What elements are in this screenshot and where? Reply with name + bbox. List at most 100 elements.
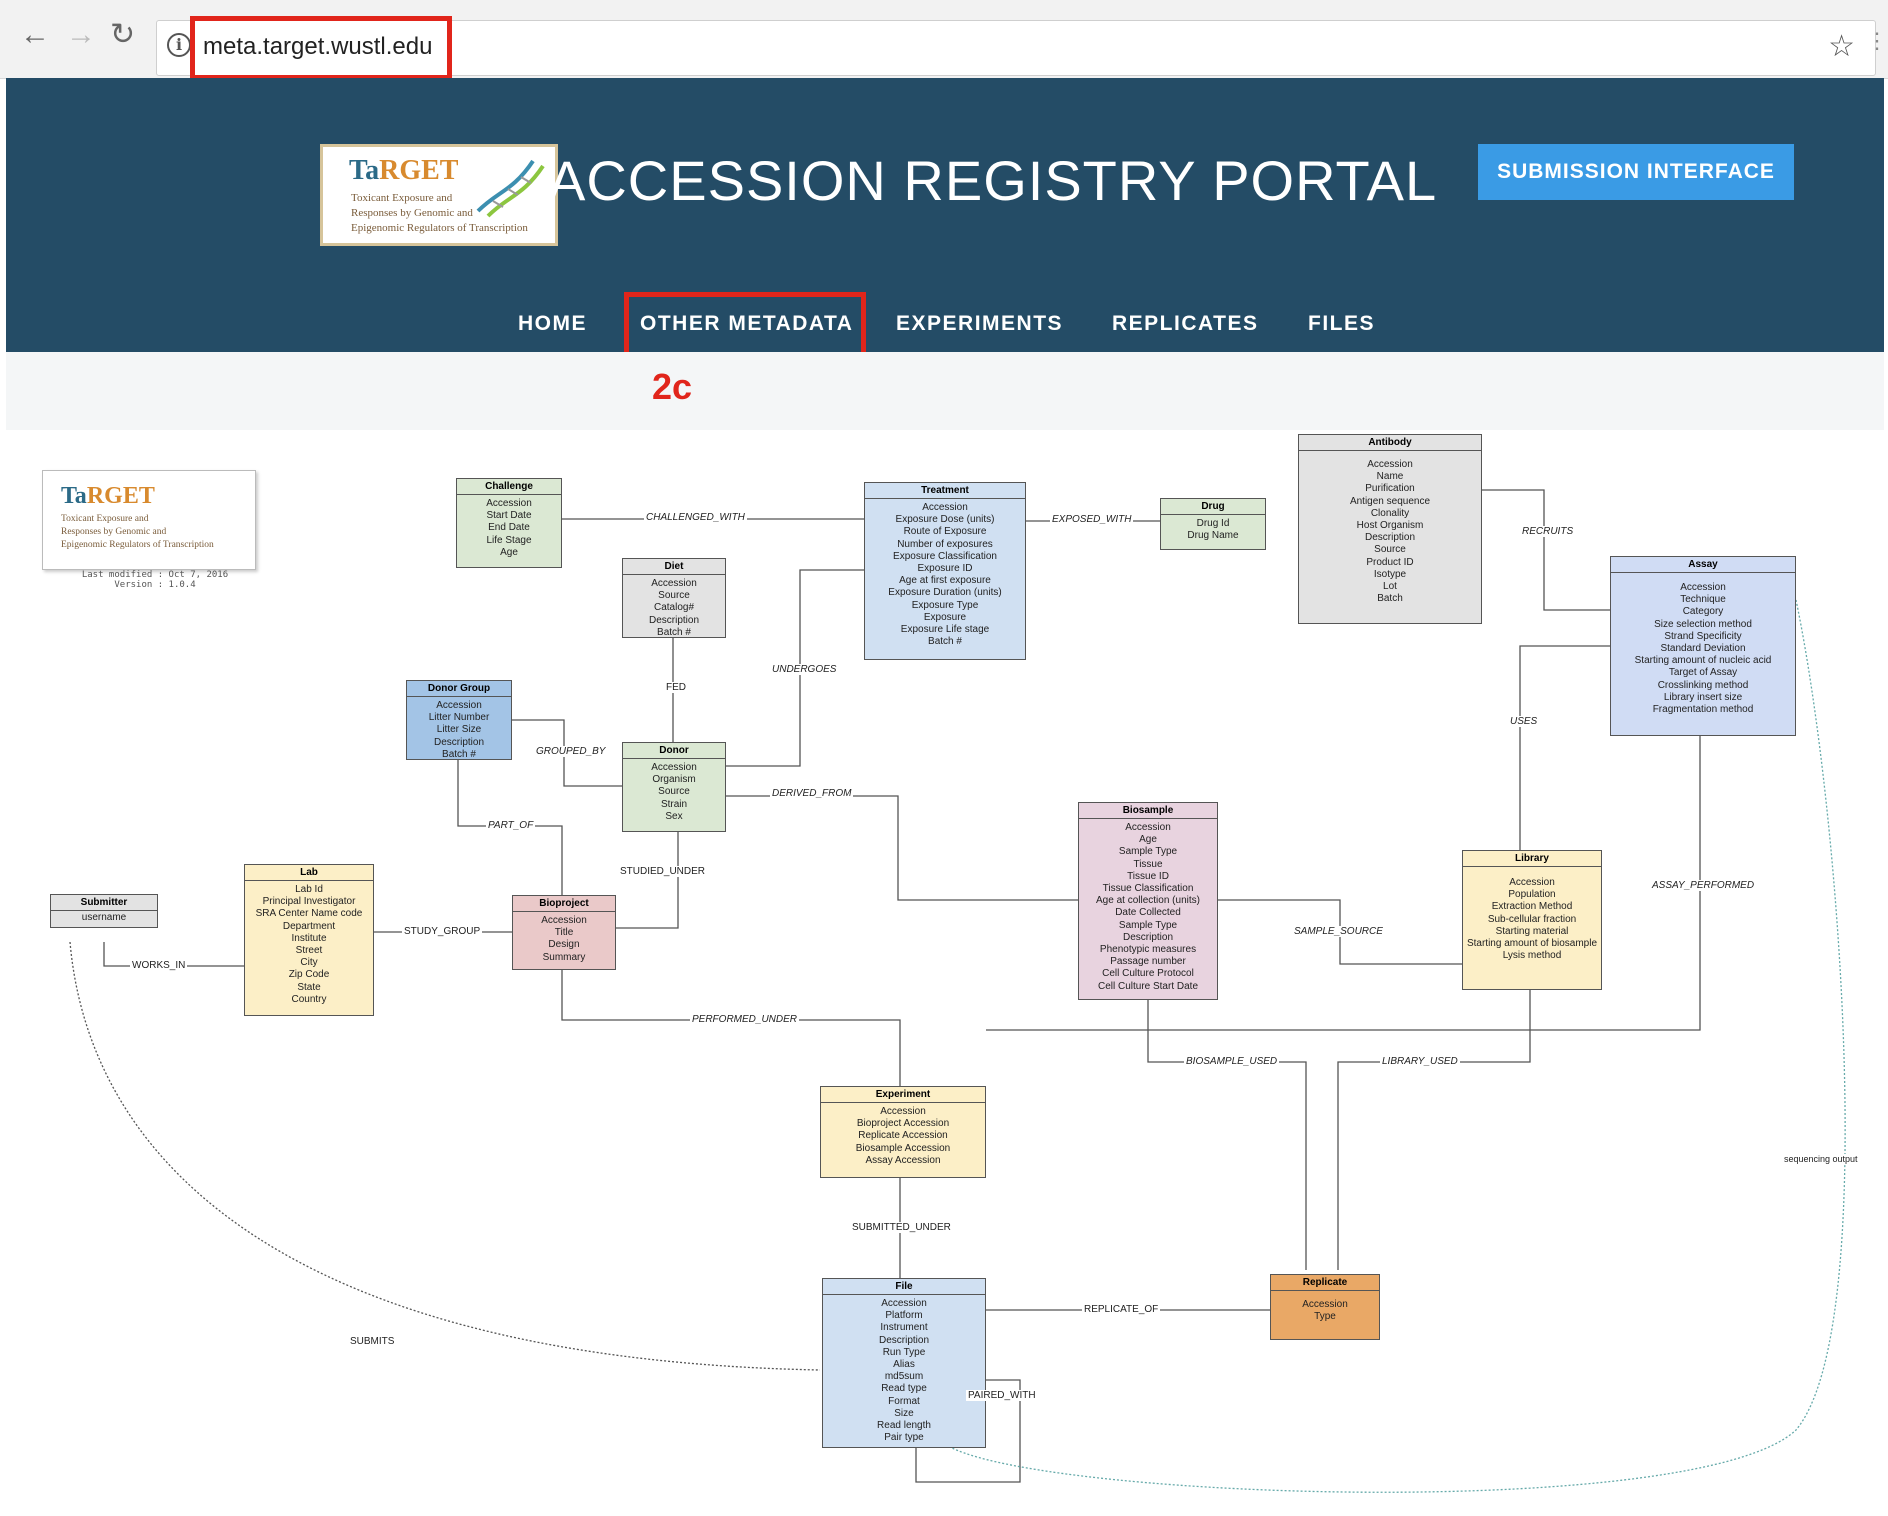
label-works-in: WORKS_IN	[130, 960, 188, 971]
bookmark-star-icon[interactable]: ☆	[1828, 30, 1855, 63]
label-recruits: RECRUITS	[1520, 526, 1576, 537]
entity-fields: Lab Id Principal Investigator SRA Center…	[255, 884, 363, 1005]
logo-tagline: Toxicant Exposure and Responses by Genom…	[351, 192, 528, 234]
version-info: Last modified : Oct 7, 2016 Version : 1.…	[60, 570, 250, 590]
back-arrow-icon[interactable]: ←	[20, 18, 50, 51]
url-text[interactable]: meta.target.wustl.edu	[203, 33, 433, 60]
submission-interface-button[interactable]: SUBMISSION INTERFACE	[1478, 144, 1794, 200]
entity-lab: Lab Lab Id Principal Investigator SRA Ce…	[244, 864, 374, 1016]
entity-title: Library	[1463, 851, 1601, 867]
entity-title: Treatment	[865, 483, 1025, 499]
entity-title: File	[823, 1279, 985, 1295]
er-diagram: TaRGET Toxicant Exposure and Responses b…	[0, 430, 1888, 1516]
entity-title: Bioproject	[513, 896, 615, 912]
subheader-band	[6, 352, 1884, 430]
forward-arrow-icon[interactable]: →	[66, 18, 96, 51]
address-bar[interactable]: i meta.target.wustl.edu ☆	[156, 20, 1876, 76]
entity-submitter: Submitter username	[50, 894, 158, 928]
entity-title: Challenge	[457, 479, 561, 495]
entity-title: Lab	[245, 865, 373, 881]
nav-files[interactable]: FILES	[1308, 312, 1376, 335]
label-library-used: LIBRARY_USED	[1380, 1056, 1460, 1067]
nav-replicates[interactable]: REPLICATES	[1112, 312, 1259, 335]
line-uses	[1519, 645, 1610, 850]
entity-diet: Diet Accession Source Catalog# Descripti…	[622, 558, 726, 638]
line-studied-under	[616, 832, 679, 929]
line-recruits	[1482, 489, 1610, 611]
nav-experiments[interactable]: EXPERIMENTS	[896, 312, 1064, 335]
entity-title: Submitter	[51, 895, 157, 911]
entity-donor-group: Donor Group Accession Litter Number Litt…	[406, 680, 512, 760]
label-sample-source: SAMPLE_SOURCE	[1292, 926, 1385, 937]
target-mini-logo: TaRGET Toxicant Exposure and Responses b…	[42, 470, 256, 570]
entity-library: Library Accession Population Extraction …	[1462, 850, 1602, 990]
entity-fields: Accession Platform Instrument Descriptio…	[877, 1298, 931, 1444]
label-performed-under: PERFORMED_UNDER	[690, 1014, 800, 1025]
entity-title: Experiment	[821, 1087, 985, 1103]
line-library-used	[1337, 990, 1531, 1270]
entity-fields: Accession Litter Number Litter Size Desc…	[428, 700, 490, 760]
label-submitted-under: SUBMITTED_UNDER	[850, 1222, 953, 1233]
entity-bioproject: Bioproject Accession Title Design Summar…	[512, 895, 616, 970]
entity-assay: Assay Accession Technique Category Size …	[1610, 556, 1796, 736]
label-challenged-with: CHALLENGED_WITH	[644, 512, 747, 523]
entity-experiment: Experiment Accession Bioproject Accessio…	[820, 1086, 986, 1178]
entity-title: Donor	[623, 743, 725, 759]
mini-logo-wordmark: TaRGET	[61, 483, 155, 509]
logo-wordmark: TaRGET	[349, 155, 459, 186]
entity-fields: Accession Start Date End Date Life Stage…	[486, 498, 532, 558]
reload-icon[interactable]: ↻	[110, 18, 136, 51]
entity-title: Assay	[1611, 557, 1795, 573]
line-paired-with	[915, 1379, 1021, 1483]
info-icon[interactable]: i	[167, 33, 191, 57]
label-fed: FED	[664, 682, 688, 693]
label-replicate-of: REPLICATE_OF	[1082, 1304, 1161, 1315]
relation-lines	[69, 489, 1846, 1493]
label-uses: USES	[1508, 716, 1540, 727]
last-modified: Last modified : Oct 7, 2016	[81, 570, 229, 580]
entity-title: Drug	[1161, 499, 1265, 515]
label-assay-performed: ASSAY_PERFORMED	[1650, 880, 1757, 891]
entity-fields: Accession Exposure Dose (units) Route of…	[888, 502, 1002, 648]
version: Version : 1.0.4	[114, 580, 196, 590]
label-sequencing-output: sequencing output	[1782, 1154, 1860, 1164]
label-part-of: PART_OF	[486, 820, 536, 831]
nav-home[interactable]: HOME	[518, 312, 587, 335]
entity-fields: Accession Source Catalog# Description Ba…	[648, 578, 700, 638]
portal-header: TaRGET Toxicant Exposure and Responses b…	[6, 78, 1884, 352]
entity-title: Replicate	[1271, 1275, 1379, 1291]
label-study-group: STUDY_GROUP	[402, 926, 483, 937]
entity-replicate: Replicate Accession Type	[1270, 1274, 1380, 1340]
entity-fields: Accession Title Design Summary	[541, 915, 587, 963]
entity-fields: Accession Name Purification Antigen sequ…	[1349, 459, 1431, 605]
entity-challenge: Challenge Accession Start Date End Date …	[456, 478, 562, 568]
target-logo[interactable]: TaRGET Toxicant Exposure and Responses b…	[320, 144, 558, 246]
entity-donor: Donor Accession Organism Source Strain S…	[622, 742, 726, 832]
label-grouped-by: GROUPED_BY	[534, 746, 608, 757]
annotation-box-nav	[624, 292, 866, 360]
label-paired-with: PAIRED_WITH	[966, 1390, 1038, 1401]
line-performed-under	[561, 970, 901, 1086]
entity-fields: Accession Organism Source Strain Sex	[651, 762, 697, 822]
browser-menu-icon[interactable]: ⋮	[1866, 28, 1888, 53]
annotation-box-url	[190, 16, 452, 80]
label-undergoes: UNDERGOES	[770, 664, 839, 675]
entity-fields: Accession Population Extraction Method S…	[1466, 877, 1598, 962]
label-exposed-with: EXPOSED_WITH	[1050, 514, 1134, 525]
page-title: ACCESSION REGISTRY PORTAL	[548, 149, 1438, 212]
line-works-in	[103, 942, 244, 967]
entity-fields: Drug Id Drug Name	[1187, 518, 1239, 542]
entity-title: Diet	[623, 559, 725, 575]
entity-antibody: Antibody Accession Name Purification Ant…	[1298, 434, 1482, 624]
entity-biosample: Biosample Accession Age Sample Type Tiss…	[1078, 802, 1218, 1000]
entity-title: Antibody	[1299, 435, 1481, 451]
nav-other-metadata[interactable]: OTHER METADATA	[640, 312, 854, 335]
label-studied-under: STUDIED_UNDER	[618, 866, 708, 877]
annotation-label-nav: 2c	[652, 366, 693, 407]
entity-fields: Accession Bioproject Accession Replicate…	[855, 1106, 951, 1166]
entity-fields: Accession Type	[1302, 1299, 1348, 1323]
entity-fields: Accession Age Sample Type Tissue Tissue …	[1096, 822, 1200, 992]
line-assay-performed	[986, 736, 1701, 1031]
line-derived-from	[726, 795, 1078, 901]
dna-helix-icon	[476, 159, 545, 218]
